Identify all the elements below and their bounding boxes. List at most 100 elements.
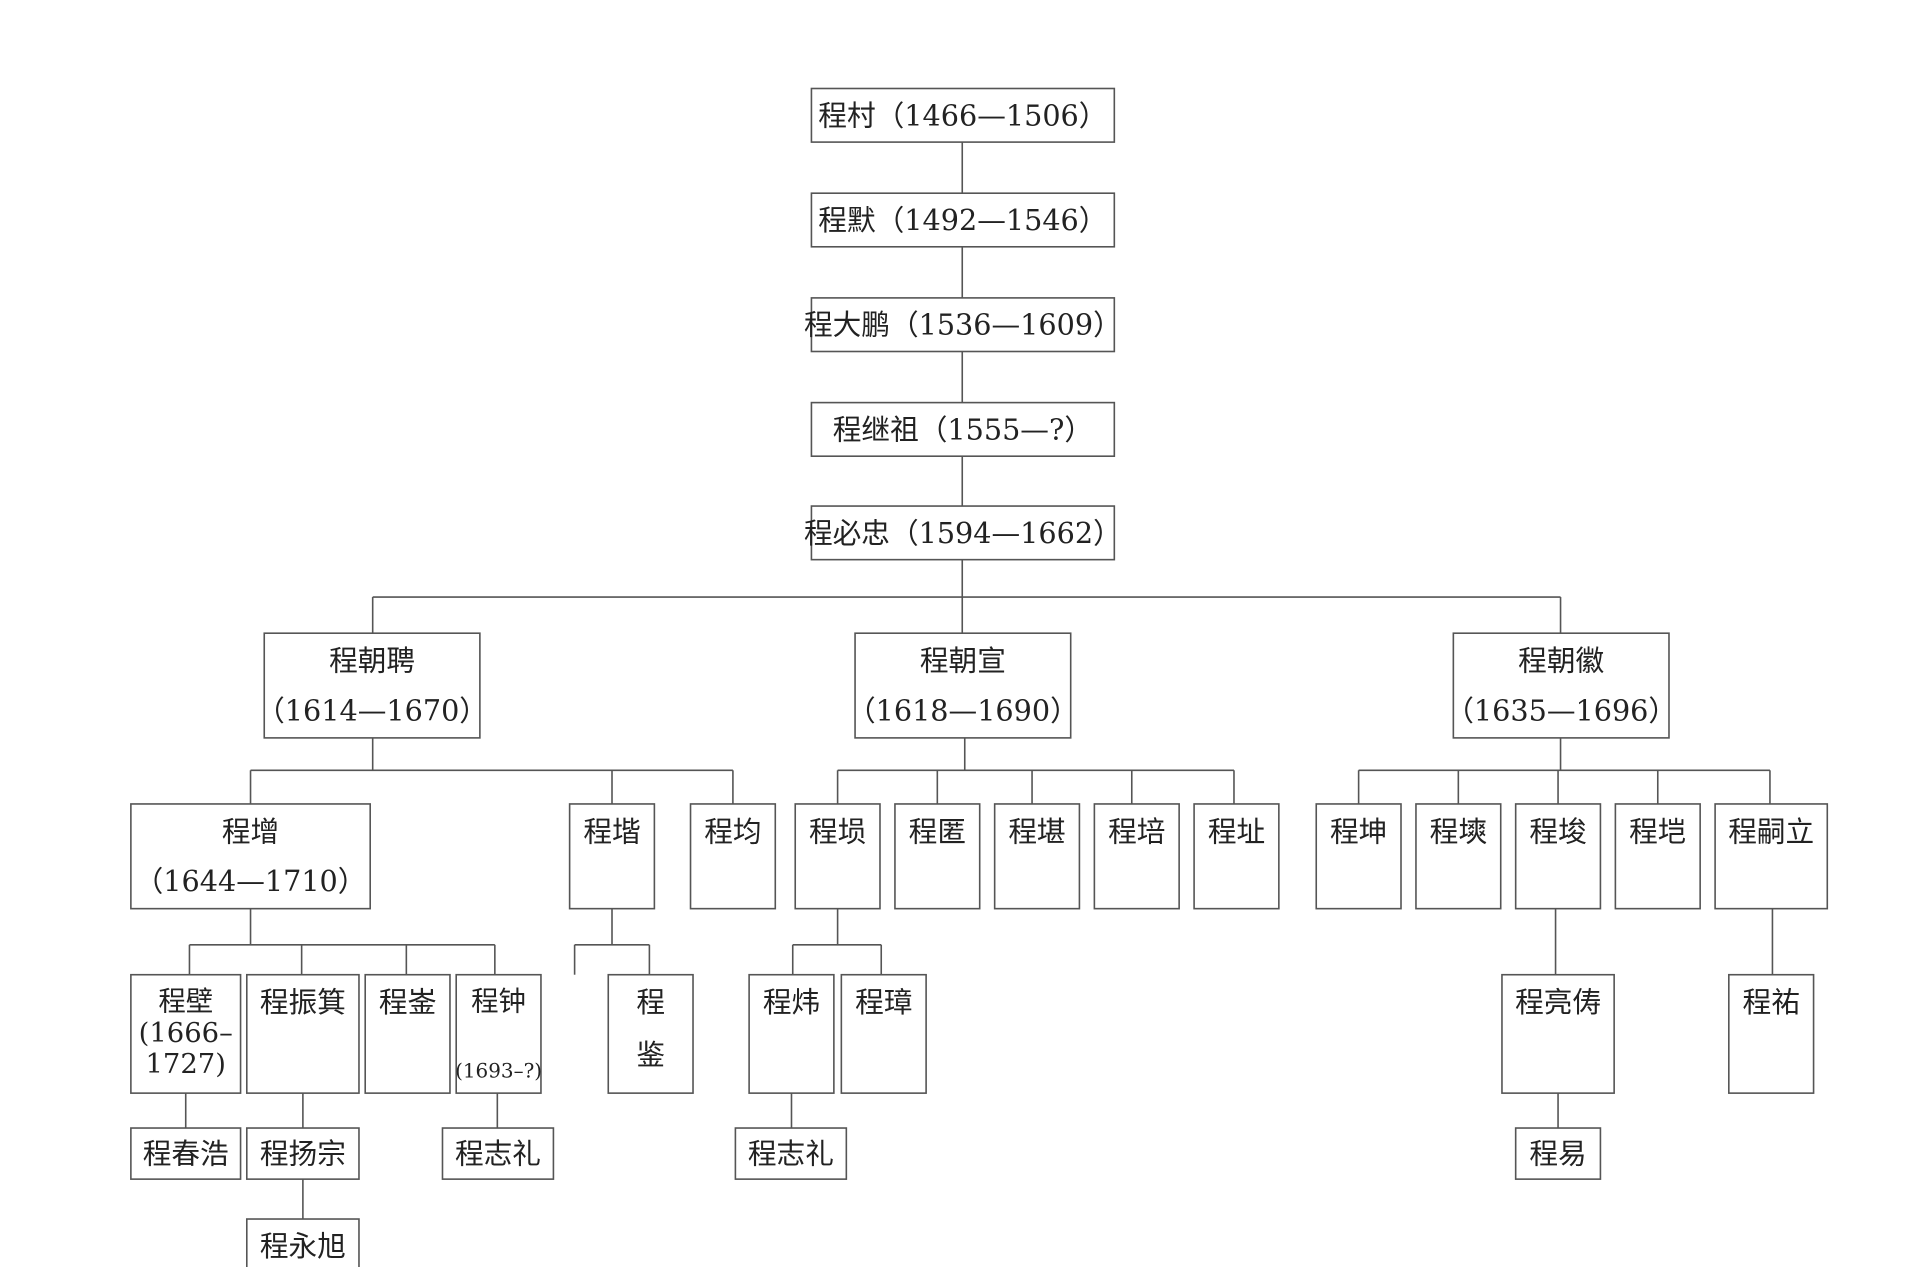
person-name: 程亮俦 [1515,985,1601,1019]
person-box [364,973,451,1094]
person-box [840,973,927,1094]
person-node: 程炜 [748,973,835,1094]
person-box [854,632,1072,739]
person-box [810,401,1116,457]
person-name: 程易 [1529,1137,1586,1171]
person-box [130,973,242,1094]
person-dates: (1666– [139,1018,233,1049]
person-node: 程坤 [1315,803,1402,910]
person-name: 程大鹏（1536—1609） [804,308,1122,342]
person-node: 程朝聘（1614—1670） [256,632,488,739]
person-node: 程志礼 [734,1127,848,1180]
person-node: 程璋 [840,973,927,1094]
person-box [607,973,694,1094]
person-box [1514,803,1602,910]
person-name: 程朝宣 [920,644,1006,678]
person-box [810,192,1116,248]
person-node: 程永旭 [245,1218,360,1267]
person-box [568,803,656,910]
person-name: 程坤 [1330,814,1387,848]
person-box [1714,803,1829,910]
person-box [1452,632,1670,739]
person-node: 程钟(1693–?) [455,973,542,1094]
person-name: 程继祖（1555—?） [833,412,1093,446]
person-box [810,505,1116,561]
person-box [455,973,542,1094]
person-node: 程鉴 [607,973,694,1094]
person-node: 程村（1466—1506） [810,87,1116,143]
person-node: 程朝徽 （1635—1696） [1445,632,1677,739]
person-box [1514,1127,1602,1180]
person-node: 程嗣立 [1714,803,1829,910]
person-node: 程亮俦 [1501,973,1615,1094]
person-dates: 鉴 [636,1037,665,1071]
person-name: 程春浩 [143,1137,229,1171]
person-name: 程 [636,985,665,1019]
person-node: 程振箕 [245,973,360,1094]
person-box [1728,973,1815,1094]
person-name: 程扬宗 [260,1137,346,1171]
person-name: 程炜 [763,985,820,1019]
person-name: 程埈 [1529,814,1586,848]
tree-nodes: 程村（1466—1506） 程默（1492—1546） 程大鹏（1536—1609）… [130,87,1829,1267]
person-box [748,973,835,1094]
person-name: 程堪 [1008,814,1065,848]
person-node: 程大鹏（1536—1609） [804,297,1122,353]
person-name: 程嗣立 [1728,814,1814,848]
person-node: 程祐 [1728,973,1815,1094]
person-node: 程堦 [568,803,656,910]
person-box [894,803,981,910]
person-name: 程祐 [1743,985,1800,1019]
person-node: 程朝宣 （1618—1690） [847,632,1079,739]
person-box [993,803,1081,910]
person-name: 程村（1466—1506） [818,98,1107,132]
person-box [810,297,1116,353]
person-node: 程均 [689,803,777,910]
person-box [1193,803,1280,910]
person-box [245,1218,360,1267]
person-box [263,632,481,739]
person-node: 程埙 [794,803,881,910]
person-name: 程志礼 [455,1137,541,1171]
person-name: 程匿 [909,814,966,848]
person-node: 程培 [1093,803,1180,910]
person-name: 程增 [222,814,279,848]
person-name: 程必忠（1594—1662） [804,516,1122,550]
person-dates: （1614—1670） [256,693,488,727]
person-box [245,973,360,1094]
person-node: 程默（1492—1546） [810,192,1116,248]
tree-links [184,142,1774,1220]
person-name: 程壁 [158,987,213,1018]
person-dates: （1644—1710） [135,864,367,898]
person-box [689,803,777,910]
person-box [1093,803,1180,910]
person-name: 程塽 [1430,814,1487,848]
person-node: 程垲 [1614,803,1701,910]
person-name: 程朝徽 [1518,644,1604,678]
person-dates: （1618—1690） [847,693,1079,727]
person-name: 程堦 [583,814,640,848]
person-box [245,1127,360,1180]
person-node: 程必忠（1594—1662） [804,505,1122,561]
person-dates: （1635—1696） [1445,693,1677,727]
person-name: 程志礼 [748,1137,834,1171]
person-box [130,1127,242,1180]
person-name: 程培 [1108,814,1165,848]
person-node: 程志礼 [441,1127,555,1180]
person-name: 程埙 [809,814,866,848]
person-node: 程增 （1644—1710） [130,803,371,910]
person-node: 程匿 [894,803,981,910]
person-name: 程垲 [1629,814,1686,848]
person-name: 程振箕 [260,985,346,1019]
person-box [441,1127,555,1180]
person-box [734,1127,848,1180]
person-node: 程址 [1193,803,1280,910]
person-box [130,803,371,910]
person-node: 程塽 [1415,803,1502,910]
person-box [810,87,1116,143]
person-node: 程崟 [364,973,451,1094]
person-box [1614,803,1701,910]
person-dates: (1693–?) [455,1059,542,1083]
person-name: 程璋 [855,985,912,1019]
